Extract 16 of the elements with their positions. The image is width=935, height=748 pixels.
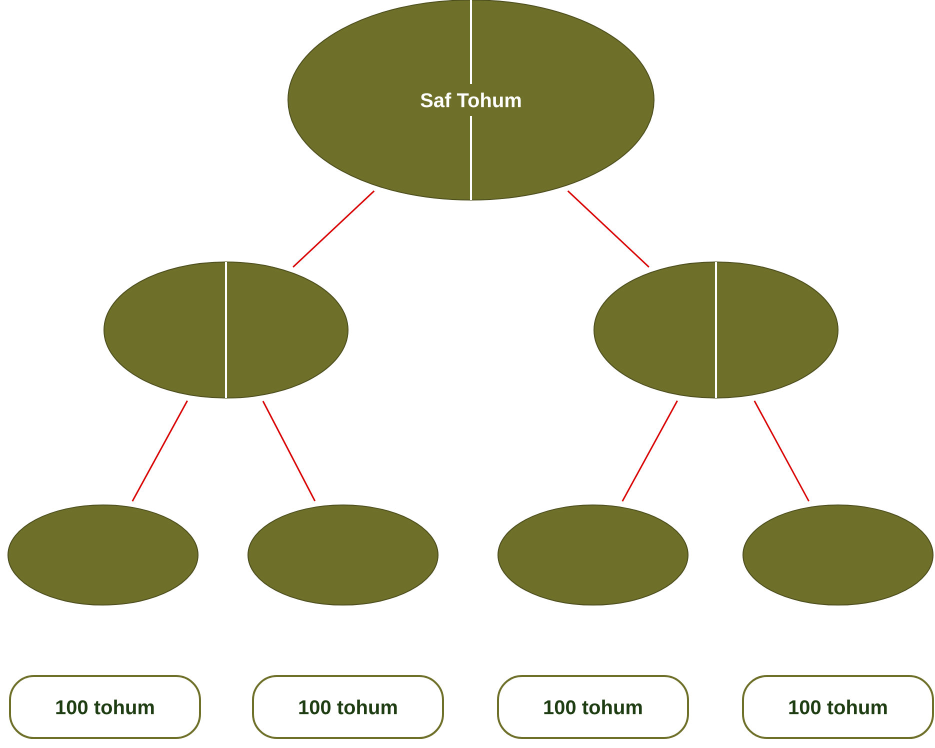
connector-line bbox=[754, 400, 810, 502]
connector-line bbox=[262, 400, 316, 502]
ellipse-node bbox=[248, 504, 438, 606]
ellipse-node bbox=[594, 262, 838, 398]
connector-line bbox=[292, 190, 375, 268]
ellipse-node bbox=[8, 504, 198, 606]
ellipse-node bbox=[498, 504, 688, 606]
seed-count-box: 100 tohum bbox=[742, 675, 934, 739]
ellipse-node bbox=[104, 262, 348, 398]
seed-count-box: 100 tohum bbox=[497, 675, 689, 739]
ellipse-node bbox=[742, 504, 934, 606]
seed-count-box: 100 tohum bbox=[9, 675, 201, 739]
connector-line bbox=[132, 400, 188, 502]
seed-count-box: 100 tohum bbox=[252, 675, 444, 739]
connector-line bbox=[622, 400, 678, 502]
connector-line bbox=[567, 190, 650, 268]
